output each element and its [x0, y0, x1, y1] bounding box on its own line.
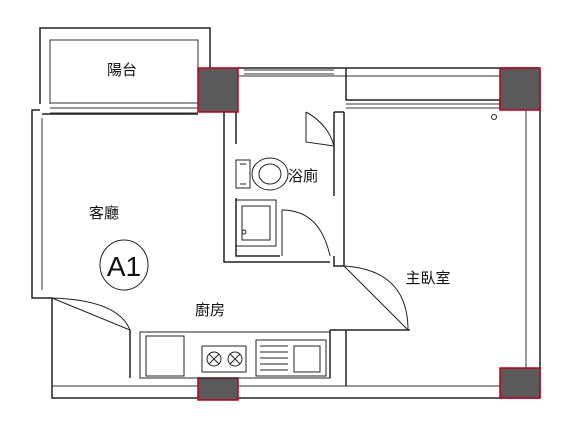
- balcony-inner-wall: [49, 39, 199, 104]
- south-wall: [51, 378, 540, 399]
- toilet: [235, 157, 289, 191]
- living-room-west-wall: [31, 109, 52, 299]
- balcony-label: 陽台: [107, 61, 137, 79]
- entrance-door: [51, 297, 131, 331]
- interior-walls: [42, 111, 410, 386]
- kitchen-counter: [139, 331, 331, 379]
- pillar-southeast: [499, 367, 541, 399]
- pillar-northeast: [499, 67, 541, 111]
- outer-walls: [31, 67, 541, 399]
- kitchen-sink: [255, 339, 327, 377]
- balcony-outer-wall: [39, 27, 211, 104]
- bathroom-wall: [223, 112, 330, 263]
- doors: [51, 111, 409, 331]
- unit-label-circle: [99, 239, 149, 291]
- master-bedroom-label: 主臥室: [405, 269, 450, 287]
- pillar-south: [197, 377, 239, 401]
- balcony-window: [50, 102, 198, 114]
- bedroom-fixture-dot: [491, 114, 497, 120]
- unit-label: A1: [107, 251, 141, 282]
- upper-window: [244, 69, 334, 75]
- bathroom-label: 浴廁: [288, 167, 318, 185]
- kitchen-label: 廚房: [195, 301, 225, 319]
- pillar-northwest: [197, 67, 239, 113]
- wash-basin: [235, 199, 277, 247]
- bedroom-door: [343, 265, 409, 331]
- living-room-label: 客廳: [89, 204, 119, 222]
- balcony: [39, 27, 211, 114]
- stove: [201, 345, 247, 373]
- bedroom-window: [345, 68, 501, 110]
